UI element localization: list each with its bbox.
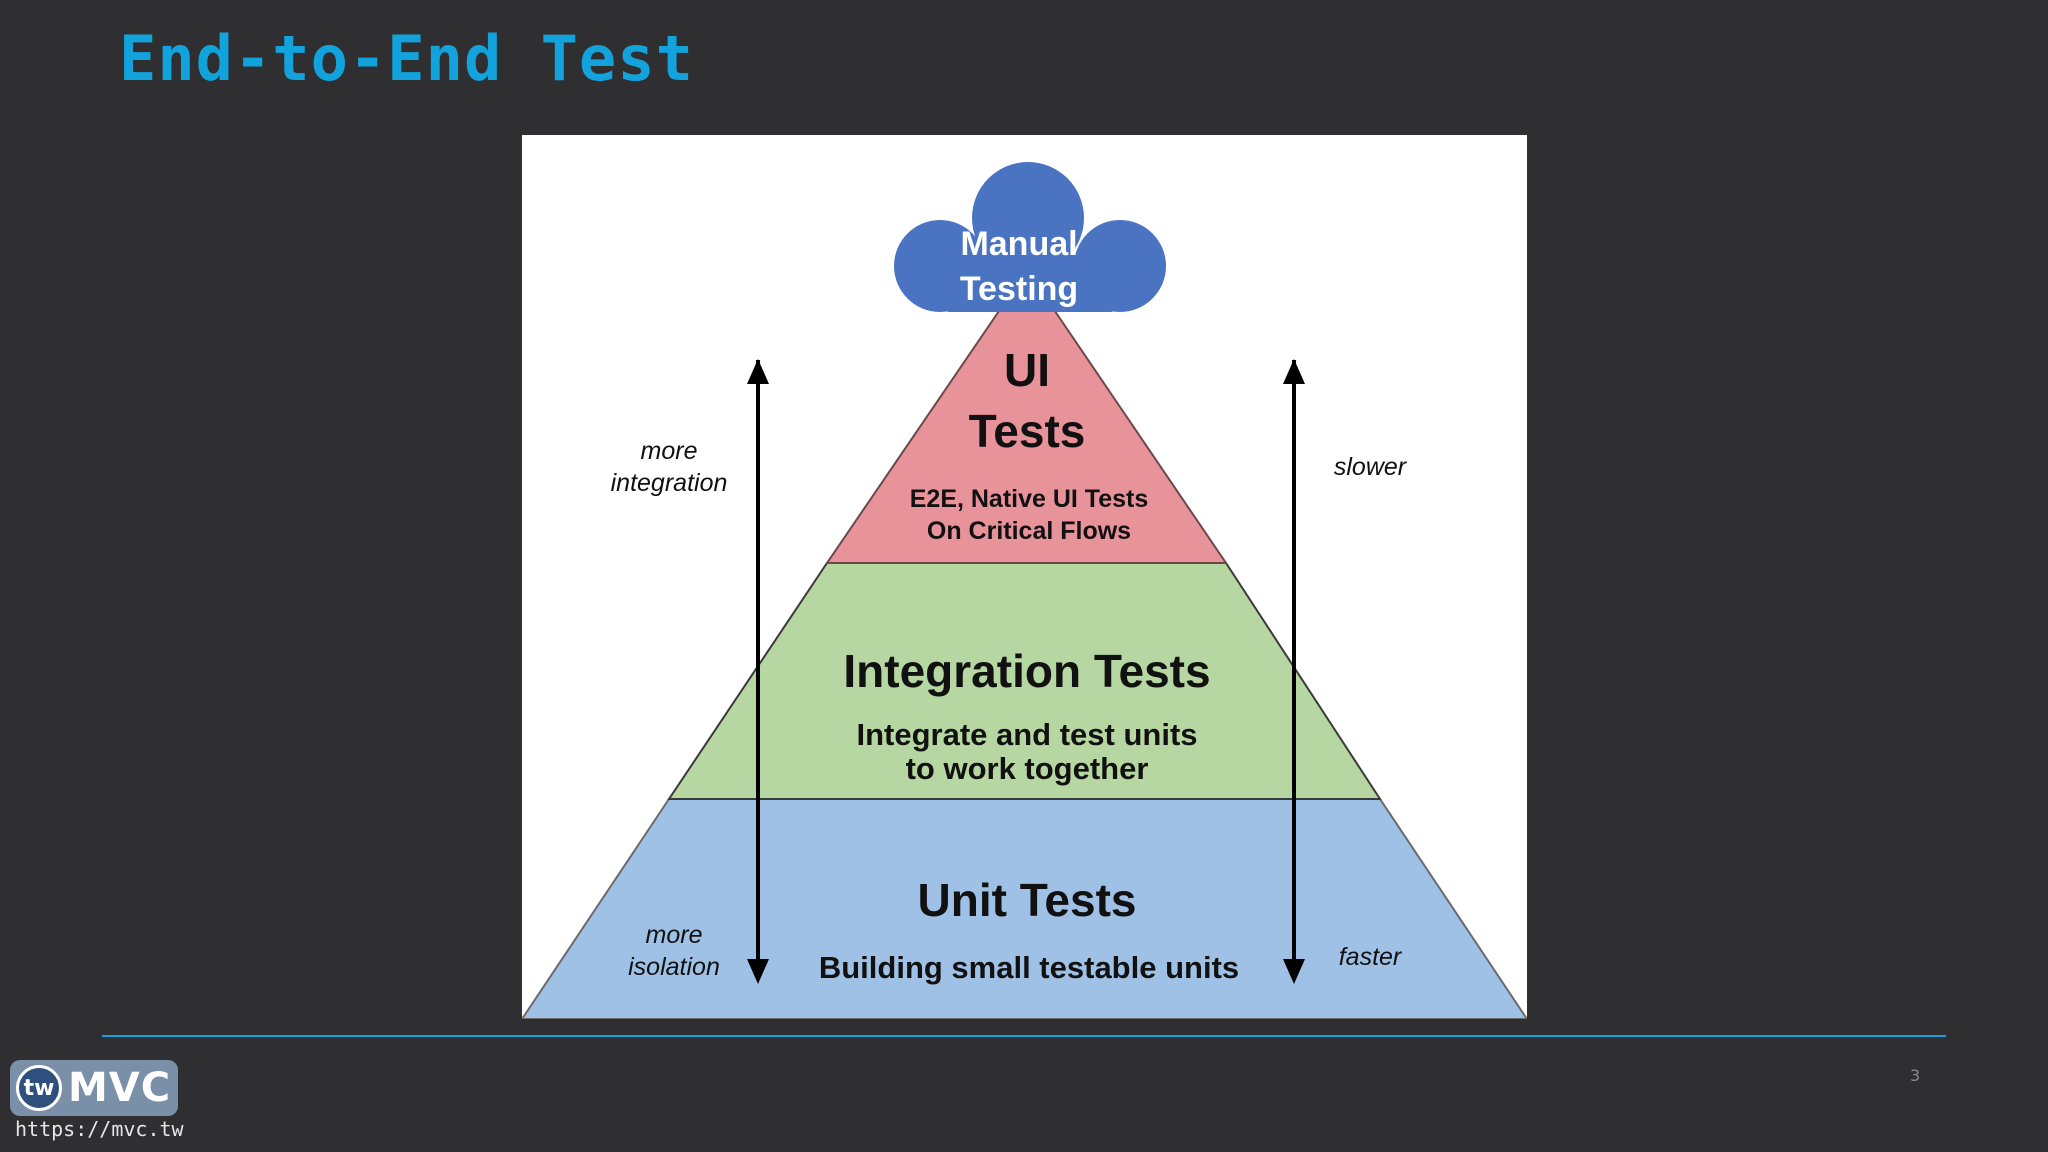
ui-tests-title-line2: Tests bbox=[969, 405, 1086, 457]
mvc-logo: tw MVC bbox=[10, 1060, 178, 1116]
logo-wordmark: MVC bbox=[68, 1065, 172, 1111]
left-axis-top-line1: more bbox=[641, 437, 698, 465]
integration-tests-desc-line1: Integrate and test units bbox=[856, 717, 1197, 752]
cloud-label-line1: Manual bbox=[960, 225, 1077, 263]
right-axis-bottom-label: faster bbox=[1339, 943, 1403, 971]
right-axis-top-label: slower bbox=[1334, 453, 1408, 481]
ui-tests-layer bbox=[825, 268, 1228, 564]
right-axis-arrow bbox=[1283, 359, 1305, 984]
unit-tests-desc: Building small testable units bbox=[819, 950, 1239, 985]
unit-tests-title: Unit Tests bbox=[918, 874, 1137, 926]
footer-divider bbox=[102, 1035, 1946, 1037]
left-axis-arrow bbox=[747, 359, 769, 984]
integration-tests-title: Integration Tests bbox=[843, 645, 1210, 697]
left-axis-top-line2: integration bbox=[611, 469, 728, 497]
integration-tests-desc-line2: to work together bbox=[906, 751, 1149, 786]
left-axis-bottom-line2: isolation bbox=[628, 953, 720, 981]
testing-pyramid-diagram: Manual Testing UI Tests E2E, Native UI T… bbox=[522, 135, 1527, 1019]
manual-testing-cloud bbox=[894, 162, 1166, 312]
ui-tests-desc-line2: On Critical Flows bbox=[927, 517, 1131, 545]
ui-tests-title-line1: UI bbox=[1004, 344, 1050, 396]
slide-title: End-to-End Test bbox=[119, 22, 694, 95]
cloud-label-line2: Testing bbox=[960, 270, 1078, 308]
left-axis-bottom-line1: more bbox=[646, 921, 703, 949]
logo-badge: tw bbox=[16, 1065, 62, 1111]
site-url[interactable]: https://mvc.tw bbox=[15, 1117, 184, 1141]
page-number: 3 bbox=[1910, 1066, 1921, 1085]
ui-tests-desc-line1: E2E, Native UI Tests bbox=[910, 485, 1149, 513]
